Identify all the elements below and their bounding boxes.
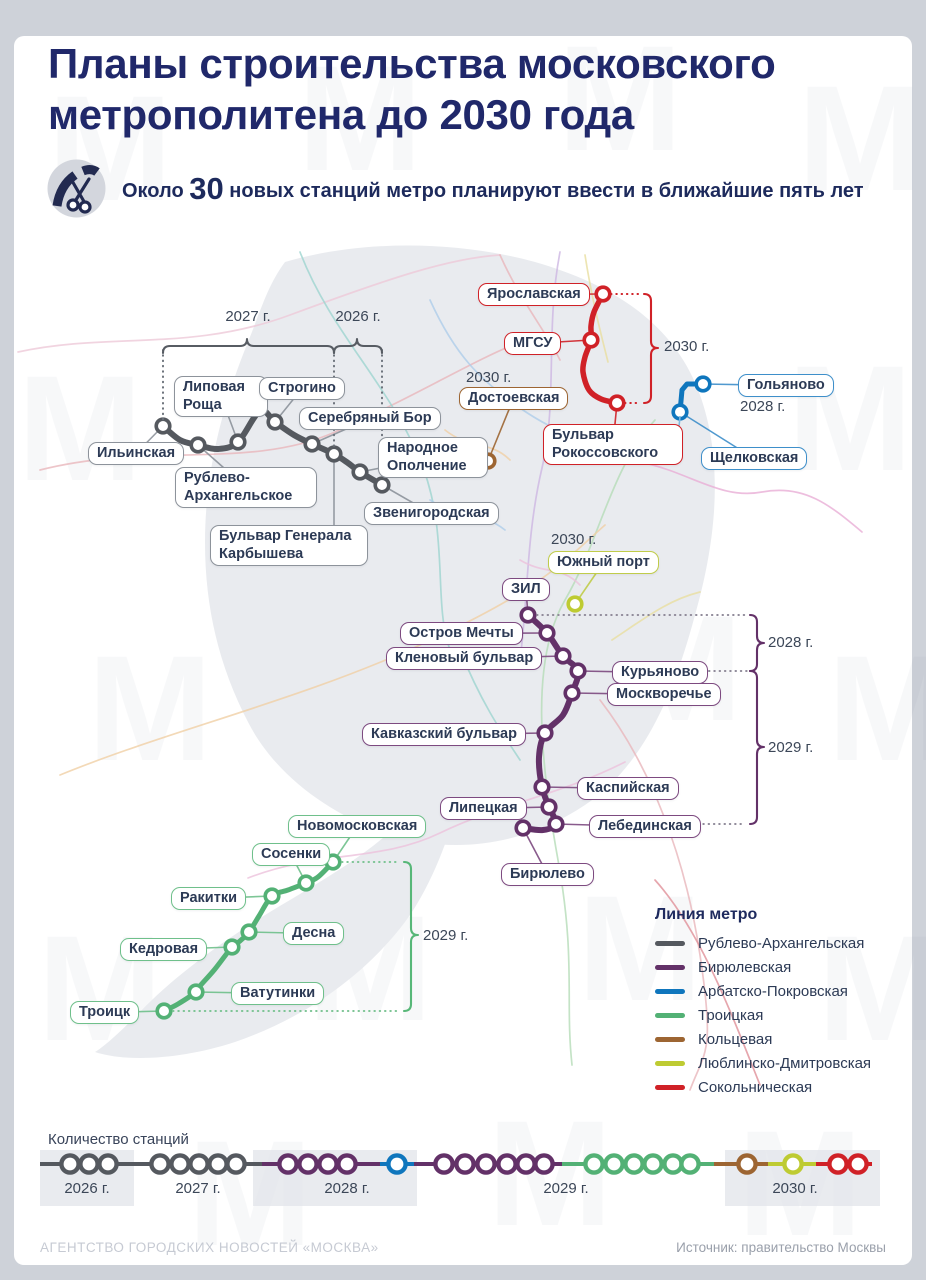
legend-line-swatch <box>655 989 685 994</box>
svg-text:М: М <box>88 624 213 792</box>
footer-agency: АГЕНТСТВО ГОРОДСКИХ НОВОСТЕЙ «МОСКВА» <box>40 1240 379 1255</box>
page-title: Планы строительства московского метропол… <box>48 40 776 139</box>
timeline-year-label: 2027 г. <box>175 1180 221 1197</box>
legend-item: Рублево-Архангельская <box>655 935 905 952</box>
legend-line-swatch <box>655 965 685 970</box>
svg-text:М: М <box>578 864 703 1032</box>
subtitle-number: 30 <box>189 170 224 206</box>
svg-text:М: М <box>788 334 913 502</box>
legend-line-swatch <box>655 1013 685 1018</box>
legend-line-label: Троицкая <box>698 1007 764 1024</box>
footer-source: Источник: правительство Москвы <box>676 1240 886 1255</box>
svg-text:М: М <box>558 14 683 182</box>
legend-line-label: Кольцевая <box>698 1031 773 1048</box>
timeline-year-label: 2028 г. <box>324 1180 370 1197</box>
timeline-year-label: 2029 г. <box>543 1180 589 1197</box>
legend-item: Люблинско-Дмитровская <box>655 1055 905 1072</box>
subtitle-prefix: Около <box>122 179 184 202</box>
subtitle-suffix: новых станций метро планируют ввести в б… <box>229 179 864 202</box>
svg-text:М: М <box>818 904 926 1072</box>
svg-text:М: М <box>798 54 923 222</box>
legend-item: Сокольническая <box>655 1079 905 1096</box>
svg-text:М: М <box>18 344 143 512</box>
stations-timeline <box>40 1150 880 1206</box>
timeline-year-label: 2030 г. <box>772 1180 818 1197</box>
timeline-title: Количество станций <box>48 1131 189 1148</box>
legend-line-label: Бирюлевская <box>698 959 792 976</box>
legend-line-swatch <box>655 1037 685 1042</box>
legend-item: Арбатско-Покровская <box>655 983 905 1000</box>
ribbon-cutting-icon <box>47 159 106 218</box>
timeline-year-label: 2026 г. <box>64 1180 110 1197</box>
legend-line-label: Арбатско-Покровская <box>698 983 848 1000</box>
legend-item: Троицкая <box>655 1007 905 1024</box>
legend-line-label: Сокольническая <box>698 1079 813 1096</box>
legend-line-swatch <box>655 1061 685 1066</box>
legend-line-swatch <box>655 1085 685 1090</box>
legend-line-swatch <box>655 941 685 946</box>
legend-line-label: Рублево-Архангельская <box>698 935 865 952</box>
subtitle: Около 30 новых станций метро планируют в… <box>122 171 864 207</box>
legend-item: Бирюлевская <box>655 959 905 976</box>
legend-item: Кольцевая <box>655 1031 905 1048</box>
svg-text:М: М <box>298 34 423 202</box>
legend-title: Линия метро <box>655 906 758 923</box>
legend-line-label: Люблинско-Дмитровская <box>698 1055 872 1072</box>
svg-text:М: М <box>828 624 926 792</box>
subtitle-row: Около 30 новых станций метро планируют в… <box>47 159 864 218</box>
